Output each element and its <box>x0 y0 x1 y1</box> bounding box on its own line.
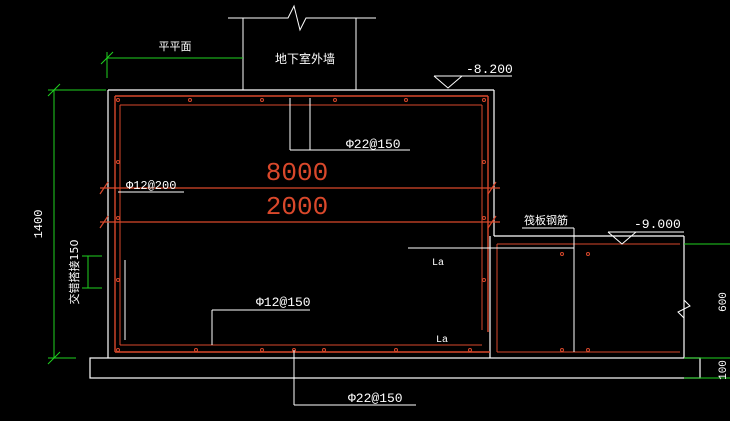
span-upper-label: 8000 <box>266 158 328 188</box>
flush-surface-label: 平平面 <box>159 40 192 53</box>
span-lower-label: 2000 <box>266 192 328 222</box>
flush-surface-leader <box>100 51 243 78</box>
top-rebar-leader <box>289 98 410 151</box>
left-dimension-line <box>47 83 106 365</box>
distribution-rebar-label: Φ12@200 <box>126 179 176 193</box>
elevation-top-label: -8.200 <box>466 62 513 77</box>
right-dim-600-label: 600 <box>718 292 730 312</box>
basement-wall-stub <box>228 4 376 90</box>
bottom-inner-leader <box>211 309 310 345</box>
right-dim-100-label: 100 <box>718 360 730 380</box>
bottom-inner-rebar-label: Φ12@150 <box>256 295 311 310</box>
elevation-marker-top <box>433 75 512 89</box>
right-dimension-line <box>684 243 730 379</box>
anchor-la-label-1: La <box>432 258 444 269</box>
height-dimension-label: 1400 <box>32 210 46 239</box>
rebar-cage <box>114 95 680 353</box>
rebar-dots <box>116 98 590 352</box>
break-line-right <box>677 290 691 330</box>
stagger-dimension <box>82 255 102 289</box>
bottom-main-leader <box>293 350 416 406</box>
raft-rebar-leader <box>408 227 575 352</box>
elevation-marker-right <box>607 231 684 245</box>
anchor-la-label-2: La <box>436 335 448 346</box>
stagger-note-label: 交错搭接150 <box>67 240 81 305</box>
pit-outline <box>89 89 701 379</box>
basement-wall-label: 地下室外墙 <box>275 51 335 66</box>
raft-rebar-label: 筏板钢筋 <box>524 213 568 227</box>
top-rebar-label: Φ22@150 <box>346 137 401 152</box>
elevation-right-label: -9.000 <box>634 217 681 232</box>
bottom-main-rebar-label: Φ22@150 <box>348 391 403 406</box>
section-lines <box>99 181 500 229</box>
